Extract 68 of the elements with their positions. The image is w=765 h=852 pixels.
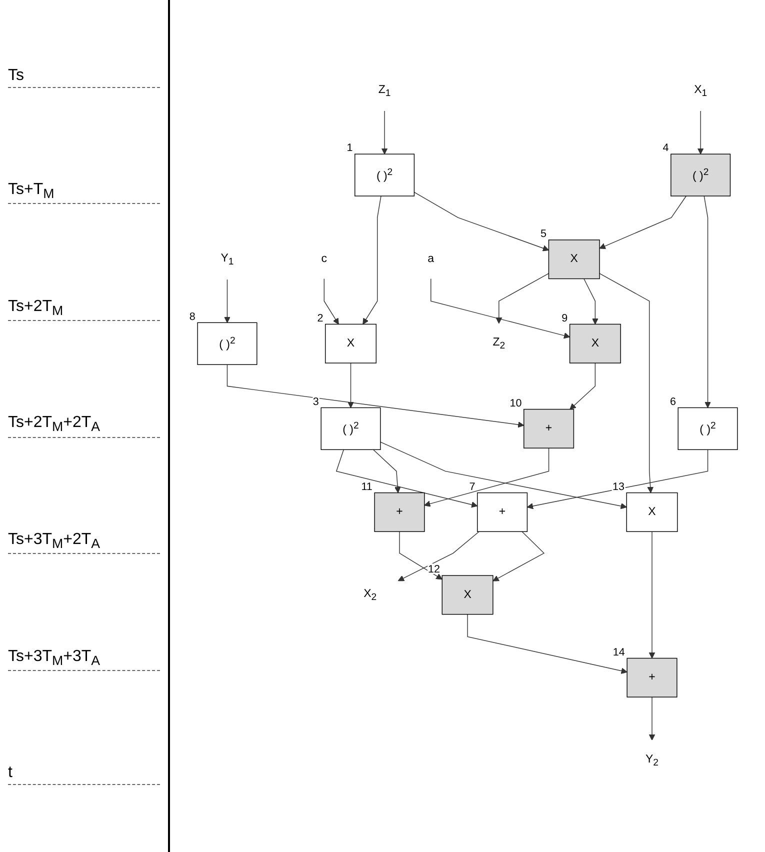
arrow — [467, 614, 628, 674]
arrow — [226, 364, 524, 428]
node-text: Y$_{2}$ — [646, 754, 659, 768]
node-box: + — [374, 492, 425, 532]
operation-number: 11 — [361, 481, 372, 494]
arrow — [324, 278, 339, 325]
operation-number: 2 — [317, 312, 324, 325]
time-label: Ts+2T$_{M}$+2T$_{A}$ — [8, 414, 160, 438]
node-box: ( )$^{2}$ — [197, 322, 258, 366]
node-box: + — [477, 492, 528, 532]
node-box: ( )$^{2}$ — [354, 154, 415, 197]
time-label: Ts+3T$_{M}$+2T$_{A}$ — [8, 531, 160, 554]
node-box: ( )$^{2}$ — [678, 408, 738, 450]
arrow — [414, 192, 549, 252]
node-box: X — [325, 324, 377, 364]
node-box: + — [524, 409, 574, 449]
operation-number: 5 — [540, 228, 547, 240]
node-text: c — [321, 253, 328, 266]
node-text: Z$_{2}$ — [492, 336, 506, 352]
arrow — [362, 196, 382, 325]
operation-number: 3 — [312, 396, 319, 408]
node-box: X — [569, 324, 621, 364]
arrow — [424, 448, 550, 508]
arrow — [599, 196, 687, 250]
operation-number: 8 — [189, 311, 196, 324]
operation-number: 9 — [562, 312, 568, 325]
node-text: X$_{2}$ — [364, 588, 377, 603]
arrow — [381, 111, 388, 155]
arrow — [704, 196, 711, 408]
arrow — [399, 532, 442, 580]
arrow — [398, 532, 480, 582]
operation-number: 10 — [510, 398, 522, 410]
node-box: ( )$^{2}$ — [670, 154, 731, 197]
arrow — [599, 274, 654, 494]
time-label: t — [8, 764, 160, 786]
time-label: Ts+T$_{M}$ — [8, 181, 160, 204]
arrow — [697, 111, 704, 155]
node-box: X — [626, 492, 678, 532]
operation-number: 6 — [670, 396, 676, 408]
arrow — [648, 697, 656, 741]
operation-number: 7 — [469, 481, 476, 494]
arrow — [224, 280, 230, 324]
node-text: Z$_{1}$ — [378, 84, 391, 98]
arrow — [570, 363, 596, 410]
time-label: Ts+2T$_{M}$ — [8, 298, 160, 321]
node-text: a — [428, 253, 434, 266]
arrow — [430, 278, 570, 340]
arrow — [496, 274, 550, 324]
node-box: X — [442, 576, 494, 616]
arrow — [372, 450, 401, 494]
node-text: Y$_{1}$ — [220, 252, 234, 268]
arrow — [348, 363, 354, 408]
arrow — [648, 532, 656, 659]
operation-number: 14 — [612, 646, 625, 659]
operation-number: 4 — [662, 142, 669, 155]
arrow — [492, 532, 545, 582]
node-box: + — [626, 658, 678, 698]
node-text: X$_{1}$ — [694, 84, 708, 98]
operation-number: 12 — [428, 564, 440, 576]
operation-number: 1 — [346, 142, 353, 155]
time-label: Ts — [8, 66, 160, 88]
arrow — [380, 442, 627, 510]
node-box: X — [548, 240, 600, 280]
node-box: ( )$^{2}$ — [320, 408, 381, 450]
arrow — [336, 450, 478, 508]
arrow — [526, 450, 708, 510]
time-label: Ts+3T$_{M}$+3T$_{A}$ — [8, 648, 160, 671]
arrow — [584, 278, 598, 325]
